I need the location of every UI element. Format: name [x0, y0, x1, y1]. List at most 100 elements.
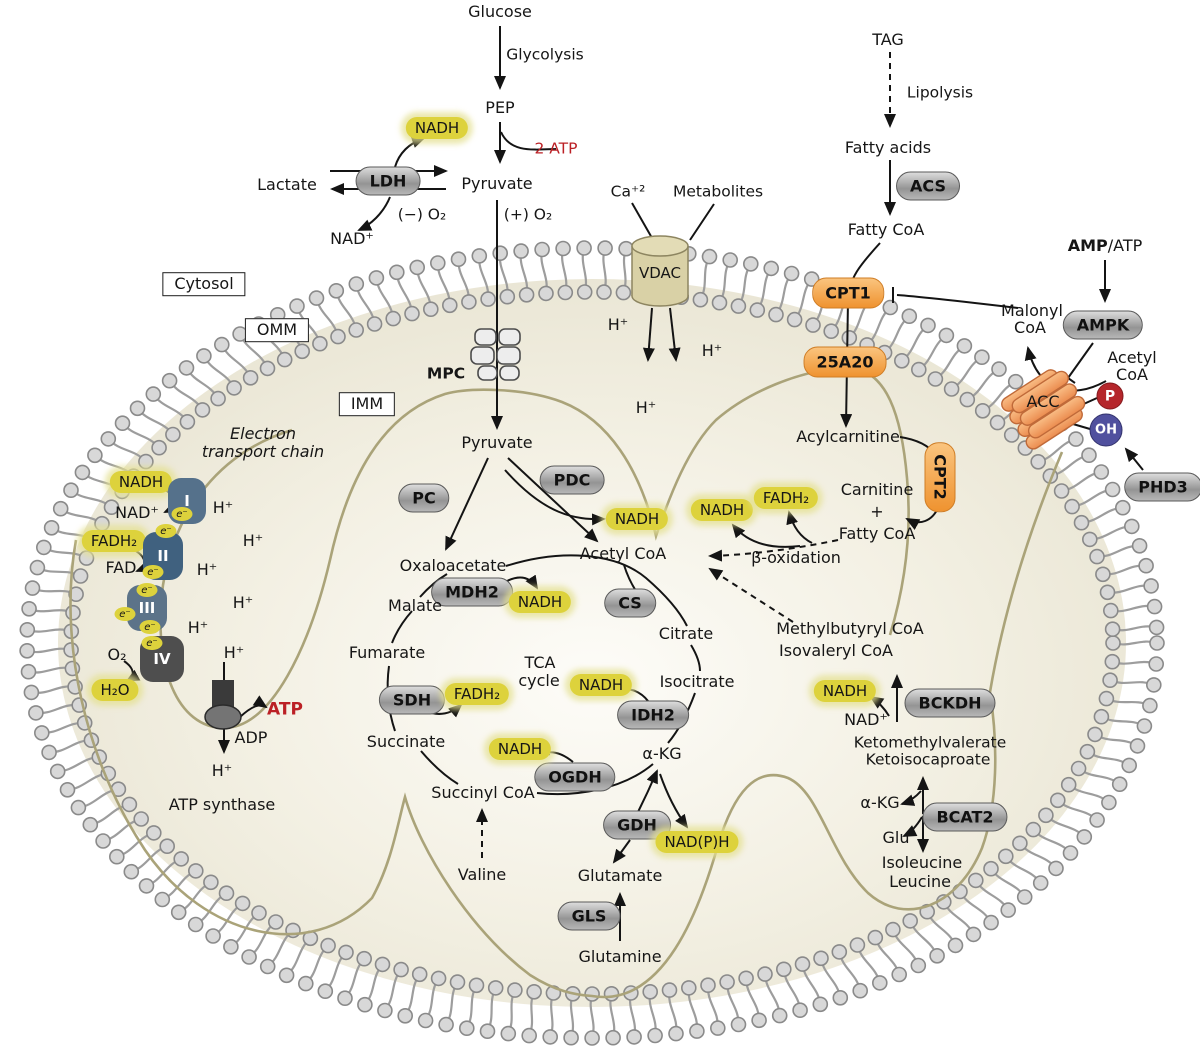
- isovaleryl-coa-label: Isovaleryl CoA: [779, 641, 893, 661]
- h-plus-label: H⁺: [223, 643, 245, 663]
- succinyl-coa-label: Succinyl CoA: [431, 783, 535, 803]
- mpc-label: MPC: [426, 364, 466, 383]
- tca-title-line1: TCA: [524, 653, 556, 673]
- electron-badge: e⁻: [155, 524, 177, 538]
- bckdh-enzyme: BCKDH: [904, 688, 996, 718]
- aerobic-o2-label: (+) O₂: [503, 205, 553, 224]
- idh2-enzyme: IDH2: [617, 700, 689, 730]
- oxaloacetate-label: Oxaloacetate: [399, 556, 507, 576]
- fadh2-etc-pill: FADH₂: [81, 530, 147, 552]
- electron-badge: e⁻: [141, 636, 163, 650]
- imm-region-label: IMM: [338, 392, 396, 416]
- nad-bckdh-label: NAD⁺: [844, 710, 888, 730]
- ldh-enzyme: LDH: [355, 166, 421, 196]
- gls-enzyme: GLS: [557, 901, 621, 931]
- electron-badge: e⁻: [114, 607, 136, 621]
- glycolysis-label: Glycolysis: [506, 45, 584, 64]
- tca-cycle-arcs: [386, 554, 701, 796]
- h-plus-label: H⁺: [212, 498, 234, 518]
- fumarate-label: Fumarate: [348, 643, 426, 663]
- cpt2-transporter: CPT2: [924, 442, 956, 512]
- h-plus-label: H⁺: [242, 531, 264, 551]
- glutamate-label: Glutamate: [577, 866, 663, 886]
- metabolites-label: Metabolites: [672, 182, 764, 201]
- acetyl-coa-cytosol-line2: CoA: [1116, 365, 1148, 385]
- plus-sign-label: +: [870, 502, 884, 522]
- malonyl-coa-line1: Malonyl: [1001, 301, 1063, 321]
- gdh-enzyme: GDH: [603, 810, 671, 840]
- ogdh-enzyme: OGDH: [534, 762, 616, 792]
- acs-enzyme: ACS: [896, 171, 960, 201]
- vdac-channel: [631, 235, 689, 307]
- acc-enzyme: [1001, 369, 1086, 450]
- anaerobic-o2-label: (−) O₂: [397, 205, 447, 224]
- akg-tca-label: α-KG: [642, 744, 682, 764]
- ampk-enzyme: AMPK: [1062, 310, 1144, 340]
- isocitrate-label: Isocitrate: [659, 672, 735, 692]
- pyruvate-cytosol-label: Pyruvate: [461, 174, 533, 194]
- nadh-etc-pill: NADH: [109, 471, 173, 493]
- lipolysis-label: Lipolysis: [906, 83, 974, 102]
- beta-oxidation-label: β-oxidation: [751, 548, 841, 568]
- electron-badge: e⁻: [136, 583, 158, 597]
- amp-text: AMP: [1067, 236, 1108, 256]
- o2-label: O₂: [107, 645, 127, 665]
- etc-title-line1: Electron: [230, 424, 296, 444]
- pc-enzyme: PC: [398, 483, 450, 513]
- mdh2-enzyme: MDH2: [431, 577, 513, 607]
- glu-label: Glu: [882, 828, 910, 848]
- citrate-label: Citrate: [658, 624, 714, 644]
- nadh-bckdh-pill: NADH: [813, 680, 877, 702]
- fatty-coa-matrix-label: Fatty CoA: [838, 524, 916, 544]
- tca-title-line2: cycle: [518, 671, 560, 691]
- leucine-label: Leucine: [889, 872, 951, 892]
- atp-synthase-shape: [204, 680, 242, 730]
- h-plus-label: H⁺: [607, 315, 629, 335]
- cytosol-region-label: Cytosol: [162, 272, 246, 296]
- methylbutyryl-coa-label: Methylbutyryl CoA: [776, 619, 924, 639]
- vdac-label: VDAC: [638, 263, 682, 282]
- cpt1-transporter: CPT1: [812, 277, 884, 309]
- succinate-label: Succinate: [366, 732, 446, 752]
- phospho-badge: P: [1096, 382, 1124, 410]
- mitochondrion-interior: [58, 279, 1126, 1007]
- h2o-pill: H₂O: [91, 679, 139, 701]
- h-plus-label: H⁺: [635, 398, 657, 418]
- slc25a20-transporter: 25A20: [803, 346, 887, 378]
- nad-etc-label: NAD⁺: [115, 503, 159, 523]
- electron-badge: e⁻: [139, 620, 161, 634]
- cs-enzyme: CS: [604, 588, 656, 618]
- phd3-enzyme: PHD3: [1124, 472, 1200, 502]
- nadh-pdc-pill: NADH: [605, 508, 669, 530]
- two-atp-label: 2 ATP: [534, 139, 578, 158]
- h-plus-label: H⁺: [232, 593, 254, 613]
- akg-bcat-label: α-KG: [860, 793, 900, 813]
- lactate-label: Lactate: [257, 175, 317, 195]
- acetyl-coa-label: Acetyl CoA: [579, 544, 667, 564]
- electron-badge: e⁻: [142, 565, 164, 579]
- h-plus-label: H⁺: [187, 618, 209, 638]
- pep-label: PEP: [485, 98, 515, 118]
- nadh-ogdh-pill: NADH: [488, 738, 552, 760]
- malate-label: Malate: [388, 596, 442, 616]
- nadh-ldh-pill: NADH: [405, 117, 469, 139]
- amp-atp-label: AMP/ATP: [1068, 237, 1143, 255]
- h-plus-label: H⁺: [701, 341, 723, 361]
- glucose-label: Glucose: [468, 2, 532, 22]
- h-plus-label: H⁺: [196, 560, 218, 580]
- ketomethylvalerate-label: Ketomethylvalerate: [853, 733, 1007, 752]
- nadh-mdh2-pill: NADH: [508, 591, 572, 613]
- electron-badge: e⁻: [171, 507, 193, 521]
- fad-label: FAD: [105, 558, 137, 578]
- nad-ldh-label: NAD⁺: [330, 229, 374, 249]
- fadh2-betaox-pill: FADH₂: [753, 487, 819, 509]
- carnitine-label: Carnitine: [840, 480, 914, 500]
- isoleucine-label: Isoleucine: [881, 853, 963, 873]
- atp-label: ATP: [267, 699, 303, 720]
- adp-label: ADP: [234, 728, 268, 748]
- omm-lipid-heads: [19, 240, 1165, 1046]
- pathway-arrows: [123, 26, 1144, 941]
- nadh-betaox-pill: NADH: [690, 499, 754, 521]
- acylcarnitine-label: Acylcarnitine: [796, 427, 900, 447]
